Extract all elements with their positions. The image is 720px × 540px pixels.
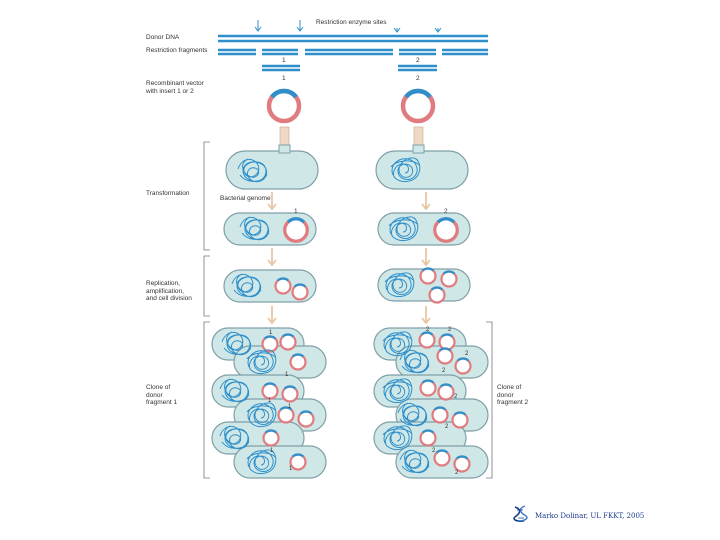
clone-1-number: 1 [288,404,292,410]
clone-2-number: 2 [432,448,436,454]
restriction-fragments [218,48,488,56]
fragment-2 [398,64,437,72]
clone-1-label: Clone of donor fragment 1 [146,384,178,406]
replicating-cell-1 [223,269,317,303]
clone-2-number: 2 [442,368,446,374]
replicating-cell-2 [377,267,471,304]
clone-2-numbers: 2 2 2 2 2 2 2 2 [426,327,469,476]
restriction-sites-label: Restriction enzyme sites [316,19,387,26]
recombinant-vector-2 [400,88,436,124]
replication-label: Replication, amplification, and cell div… [146,280,192,302]
fragment-2-number: 2 [416,57,420,64]
clone-1-numbers: 1 1 1 1 1 1 [268,330,293,472]
transformed-cell-1 [223,212,317,246]
fragment-1 [262,64,300,72]
credit-text: Marko Dolinar, UL FKKT, 2005 [535,512,645,520]
host-cell-2 [375,144,469,190]
recombinant-vector-label: Recombinant vector with insert 1 or 2 [146,80,204,95]
clone-2-number: 2 [445,424,449,430]
donor-dna-label: Donor DNA [146,34,180,41]
clone-stack-2 [373,327,489,479]
transformation-label: Transformation [146,190,190,197]
fragment-1-number: 1 [282,57,286,64]
clone-1-number: 1 [268,398,272,404]
clone-1-number: 1 [269,330,273,336]
donor-dna [218,34,488,43]
vector-2-number: 2 [416,75,420,82]
cell-1-insert-number: 1 [294,208,298,215]
clone-2-number: 2 [455,470,459,476]
uptake-arrows [279,126,424,153]
vector-1-number: 1 [282,75,286,82]
restriction-fragments-label: Restriction fragments [146,47,208,54]
clone-2-label: Clone of donor fragment 2 [497,384,529,406]
bacterial-genome-label: Bacterial genome [220,195,271,202]
clone-2-number: 2 [465,351,469,357]
author-credit: Marko Dolinar, UL FKKT, 2005 [512,504,645,528]
cell-2-insert-number: 2 [444,208,448,215]
clone-2-number: 2 [448,327,452,333]
clone-1-number: 1 [289,466,293,472]
recombinant-vector-1 [266,88,302,124]
host-cell-1 [225,144,319,190]
dna-helix-icon [512,504,530,528]
process-arrows [267,192,431,325]
transformed-cell-2 [377,212,471,246]
clone-2-number: 2 [454,394,458,400]
clone-1-number: 1 [285,372,289,378]
clone-2-number: 2 [426,327,430,333]
clone-1-number: 1 [270,448,274,454]
restriction-site-arrows [254,20,442,33]
stage-brackets [203,141,493,479]
